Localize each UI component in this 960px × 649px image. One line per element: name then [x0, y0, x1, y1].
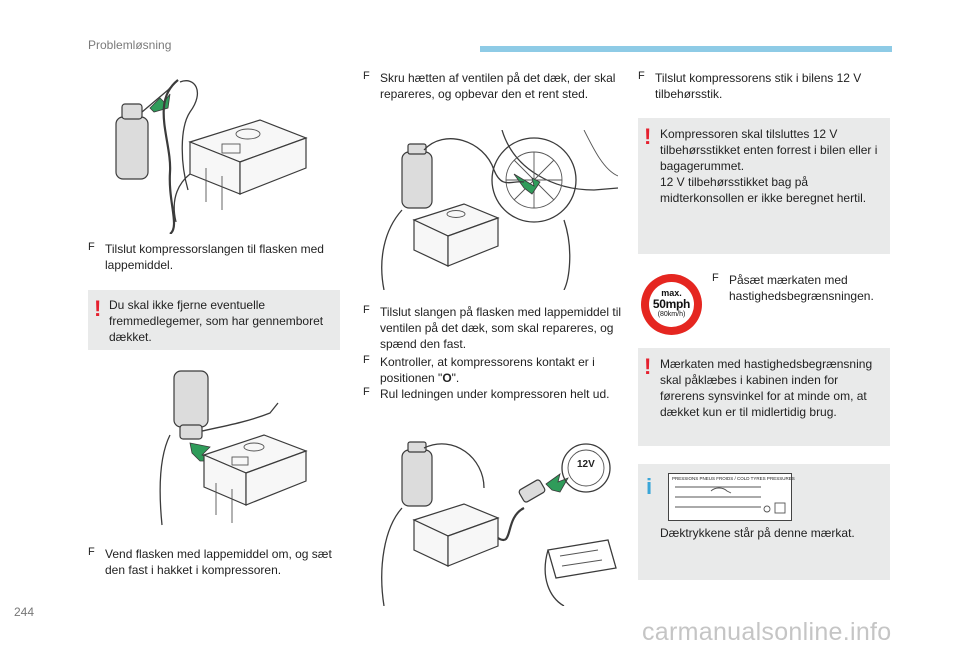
col2-step1: F Skru hætten af ventilen på det dæk, de… [363, 70, 623, 102]
illustration-connect-valve [381, 130, 618, 290]
col3-step1: F Tilslut kompressorens stik i bilens 12… [638, 70, 898, 102]
warning-icon: ! [94, 296, 102, 321]
step-text: Kontroller, at kompressorens kontakt er … [380, 355, 595, 385]
tyre-label-title: PRESSIONS PNEUS FROIDS / COLD TYRES PRES… [672, 476, 795, 481]
switch-position: O [442, 371, 452, 385]
header-bar [480, 46, 892, 52]
col1-step1: F Tilslut kompressorslangen til flasken … [88, 241, 348, 273]
page-number: 244 [14, 605, 35, 619]
step-text: Tilslut slangen på flasken med lappemidd… [380, 305, 622, 351]
bullet-marker: F [638, 70, 645, 82]
warning-box-12v-socket: ! Kompressoren skal tilsluttes 12 V tilb… [638, 118, 890, 254]
sign-speed-text: 50mph [652, 297, 691, 311]
section-title: Problemløsning [88, 38, 172, 52]
bullet-marker: F [363, 70, 370, 82]
tyre-pressure-label: PRESSIONS PNEUS FROIDS / COLD TYRES PRES… [668, 473, 795, 521]
step-text: Rul ledningen under kompressoren helt ud… [380, 387, 610, 401]
col2-step2: F Tilslut slangen på flasken med lappemi… [363, 304, 623, 352]
bullet-marker: F [88, 241, 95, 253]
step-text: Skru hætten af ventilen på det dæk, der … [380, 71, 616, 101]
col2-step4: F Rul ledningen under kompressoren helt … [363, 386, 623, 402]
col3-step2: F Påsæt mærkaten med hastighedsbegrænsni… [712, 272, 892, 304]
bullet-marker: F [363, 304, 370, 316]
sign-max-text: max. [661, 288, 682, 298]
info-text: Dæktrykkene står på denne mærkat. [660, 526, 855, 540]
step-text: Påsæt mærkaten med hastighedsbegrænsning… [729, 273, 874, 303]
watermark-text: carmanualsonline.info [642, 618, 892, 646]
warning-icon: ! [644, 354, 652, 379]
speed-limit-sign: max. 50mph (80km/h) [641, 274, 702, 335]
tyre-label-drawing [675, 486, 786, 514]
bullet-marker: F [363, 386, 370, 398]
warning-text: Du skal ikke fjerne eventuelle fremmedle… [109, 298, 324, 344]
sign-kmh-text: (80km/h) [657, 311, 686, 318]
warning-box-speed-label: ! Mærkaten med hastighedsbegrænsning ska… [638, 348, 890, 446]
col2-step3: F Kontroller, at kompressorens kontakt e… [363, 354, 623, 386]
bullet-marker: F [712, 272, 719, 284]
warning-text: Kompressoren skal tilsluttes 12 V tilbeh… [660, 127, 878, 205]
step-text: Vend flasken med lappemiddel om, og sæt … [105, 547, 332, 577]
step-text: Tilslut kompressorens stik i bilens 12 V… [655, 71, 862, 101]
info-icon: i [646, 474, 653, 499]
socket-12v-label: 12V [577, 459, 595, 470]
bullet-marker: F [363, 354, 370, 366]
illustration-12v-socket [381, 441, 617, 606]
warning-text: Mærkaten med hastighedsbegrænsning skal … [660, 357, 873, 419]
illustration-connect-hose [115, 79, 308, 234]
warning-box-foreign-objects: ! Du skal ikke fjerne eventuelle fremmed… [88, 290, 340, 350]
step-text: Tilslut kompressorslangen til flasken me… [105, 242, 324, 272]
illustration-mount-bottle [159, 370, 308, 526]
warning-icon: ! [644, 124, 652, 149]
bullet-marker: F [88, 546, 95, 558]
col1-step2: F Vend flasken med lappemiddel om, og sæ… [88, 546, 348, 578]
